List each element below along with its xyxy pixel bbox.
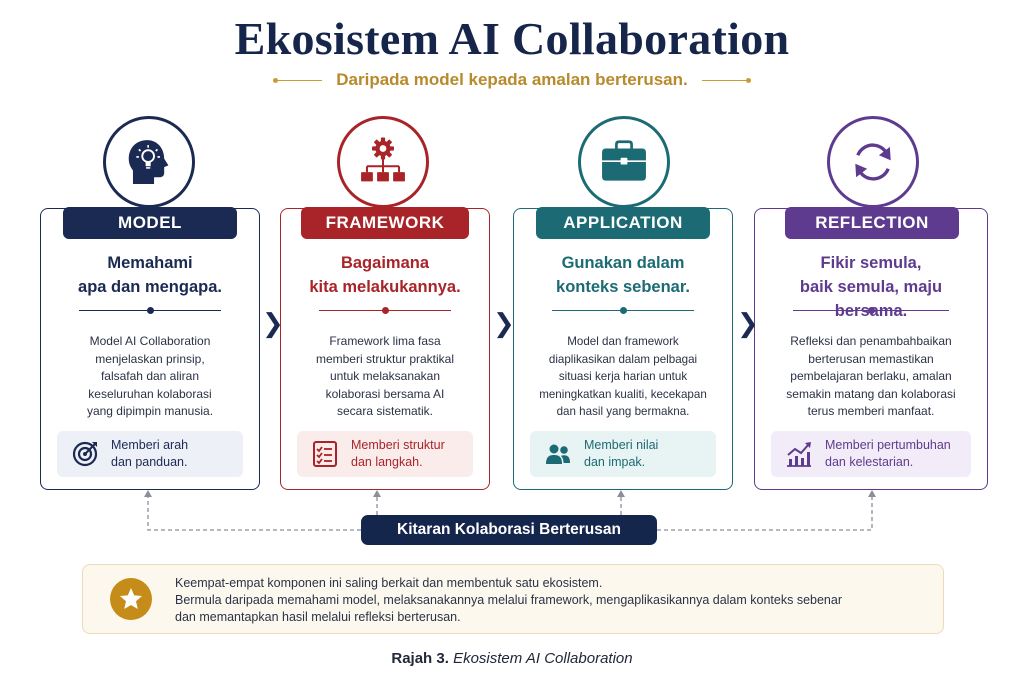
page-title: Ekosistem AI Collaboration [234, 13, 790, 64]
chevron-right-icon: ❯ [493, 308, 515, 338]
card-body-line: menjelaskan prinsip, [95, 351, 205, 366]
card-reflection: REFLECTION Fikir semula, baik semula, ma… [754, 207, 988, 490]
chevron-right-icon: ❯ [262, 308, 284, 338]
cycle-connector [144, 490, 876, 531]
card-note: Memberi pertumbuhan dan kelestarian. [771, 431, 971, 477]
summary-line: dan memantapkan hasil melalui refleksi b… [175, 610, 461, 624]
card-body-line: semakin matang dan kolaborasi [786, 386, 956, 401]
page-subtitle: Daripada model kepada amalan berterusan. [336, 70, 688, 89]
card-body-line: terus memberi manfaat. [807, 404, 935, 418]
card-note-line: Memberi struktur [351, 438, 445, 452]
summary-text: Keempat-empat komponen ini saling berkai… [175, 575, 927, 626]
subtitle-line-left [273, 77, 323, 83]
chevron-right-icon: ❯ [737, 308, 759, 338]
people-icon [546, 444, 570, 464]
card-divider [79, 307, 221, 314]
cycle-arrow-up-icon [373, 490, 381, 497]
cycle-arrow-up-icon [868, 490, 876, 497]
cycle-arrow-up-icon [144, 490, 152, 497]
briefcase-icon [578, 116, 670, 208]
cycle-arrow-up-icon [617, 490, 625, 497]
card-note-text: Memberi nilai dan impak. [584, 437, 658, 471]
subtitle-line-right [701, 77, 751, 83]
card-divider [319, 307, 451, 314]
card-body: Framework lima fasa memberi struktur pra… [291, 333, 479, 421]
card-note-line: Memberi arah [111, 438, 189, 452]
card-body-line: kolaborasi bersama AI [325, 386, 445, 401]
card-heading-line: baik semula, maju bersama. [799, 278, 943, 320]
card-body-line: memberi struktur praktikal [315, 351, 455, 366]
card-divider [793, 307, 949, 314]
gear-hierarchy-icon [337, 116, 429, 208]
card-heading: Gunakan dalam konteks sebenar. [522, 251, 724, 299]
checklist-icon [313, 441, 337, 467]
card-heading-line: kita melakukannya. [309, 278, 461, 296]
card-note-line: Memberi pertumbuhan [825, 438, 951, 452]
card-heading: Memahami apa dan mengapa. [49, 251, 251, 299]
card-body-line: berterusan memastikan [808, 351, 934, 366]
card-note-line: Memberi nilai [584, 438, 659, 452]
card-body-line: Model dan framework [567, 335, 679, 348]
card-body-line: keseluruhan kolaborasi [88, 386, 212, 401]
cycle-label: Kitaran Kolaborasi Berterusan [361, 515, 657, 545]
card-body-line: yang dipimpin manusia. [86, 404, 214, 418]
card-framework: FRAMEWORK Bagaimana kita melakukannya. F… [280, 207, 490, 490]
subtitle-row: Daripada model kepada amalan berterusan. [0, 70, 1024, 90]
card-label: MODEL [63, 207, 237, 239]
head-lightbulb-icon [103, 116, 195, 208]
card-heading-line: Fikir semula, [820, 254, 922, 272]
star-icon [120, 588, 142, 609]
card-note-text: Memberi pertumbuhan dan kelestarian. [825, 437, 951, 471]
card-heading-line: Bagaimana [340, 254, 430, 272]
card-note-line: dan kelestarian. [825, 455, 914, 469]
card-note-line: dan impak. [584, 455, 646, 469]
caption-text: Ekosistem AI Collaboration [453, 650, 633, 667]
card-note: Memberi nilai dan impak. [530, 431, 716, 477]
card-application: APPLICATION Gunakan dalam konteks sebena… [513, 207, 733, 490]
card-body-line: untuk melaksanakan [329, 369, 441, 383]
card-body-line: meningkatkan kualiti, kecekapan [539, 387, 707, 401]
card-body-line: Refleksi dan penambahbaikan [790, 334, 952, 348]
caption-label: Rajah 3. [391, 650, 449, 667]
growth-chart-icon [787, 442, 811, 467]
card-body-line: secara sistematik. [336, 404, 434, 418]
card-label: APPLICATION [536, 207, 710, 239]
card-body: Model AI Collaboration menjelaskan prins… [51, 333, 249, 421]
target-icon [72, 441, 98, 467]
card-body-line: Framework lima fasa [329, 334, 441, 348]
card-heading-line: Gunakan dalam [561, 254, 685, 272]
card-heading-line: apa dan mengapa. [78, 278, 222, 296]
card-note: Memberi arah dan panduan. [57, 431, 243, 477]
card-model: MODEL Memahami apa dan mengapa. Model AI… [40, 207, 260, 490]
card-note-line: dan langkah. [351, 455, 423, 469]
card-note: Memberi struktur dan langkah. [297, 431, 473, 477]
card-label: FRAMEWORK [301, 207, 469, 239]
cycle-line-reflection [657, 495, 873, 531]
card-note-text: Memberi arah dan panduan. [111, 437, 188, 471]
summary-box: Keempat-empat komponen ini saling berkai… [82, 564, 944, 634]
card-body-line: dan hasil yang bermakna. [556, 405, 690, 418]
star-badge [110, 578, 152, 620]
card-body: Refleksi dan penambahbaikan berterusan m… [765, 333, 977, 421]
card-body-line: falsafah dan aliran [100, 369, 200, 383]
card-label: REFLECTION [785, 207, 959, 239]
card-body: Model dan framework diaplikasikan dalam … [524, 333, 722, 421]
figure-caption: Rajah 3. Ekosistem AI Collaboration [0, 650, 1024, 667]
card-body-line: diaplikasikan dalam pelbagai [548, 352, 698, 366]
card-heading-line: konteks sebenar. [556, 278, 690, 296]
card-heading: Bagaimana kita melakukannya. [289, 251, 481, 299]
summary-line: Keempat-empat komponen ini saling berkai… [175, 576, 603, 590]
card-note-line: dan panduan. [111, 455, 188, 469]
card-body-line: pembelajaran berlaku, amalan [790, 369, 952, 383]
card-heading-line: Memahami [107, 254, 193, 272]
cycle-line-model [147, 495, 361, 531]
refresh-cycle-icon [827, 116, 919, 208]
card-body-line: situasi kerja harian untuk [558, 370, 688, 383]
card-note-text: Memberi struktur dan langkah. [351, 437, 445, 471]
card-body-line: Model AI Collaboration [89, 334, 211, 348]
summary-line: Bermula daripada memahami model, melaksa… [175, 593, 842, 607]
card-divider [552, 307, 694, 314]
